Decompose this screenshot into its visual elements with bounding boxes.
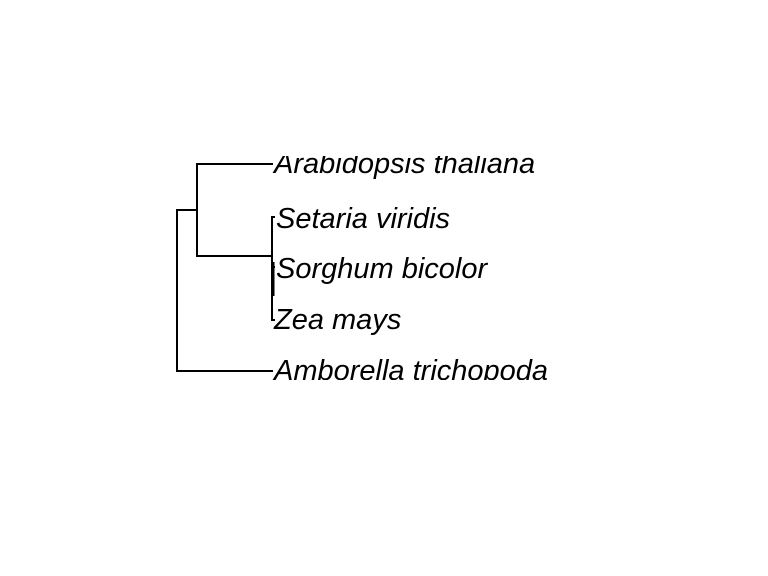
tip-labels: Arabidopsis thaliana Setaria viridis Sor… bbox=[272, 148, 548, 387]
tip-label-arabidopsis: Arabidopsis thaliana bbox=[272, 148, 535, 180]
tree-branches bbox=[176, 163, 275, 372]
tip-label-setaria: Setaria viridis bbox=[276, 203, 450, 235]
tip-label-amborella: Amborella trichopoda bbox=[272, 355, 548, 387]
tip-label-zea: Zea mays bbox=[273, 304, 401, 336]
tip-label-sorghum: Sorghum bicolor bbox=[276, 253, 488, 285]
